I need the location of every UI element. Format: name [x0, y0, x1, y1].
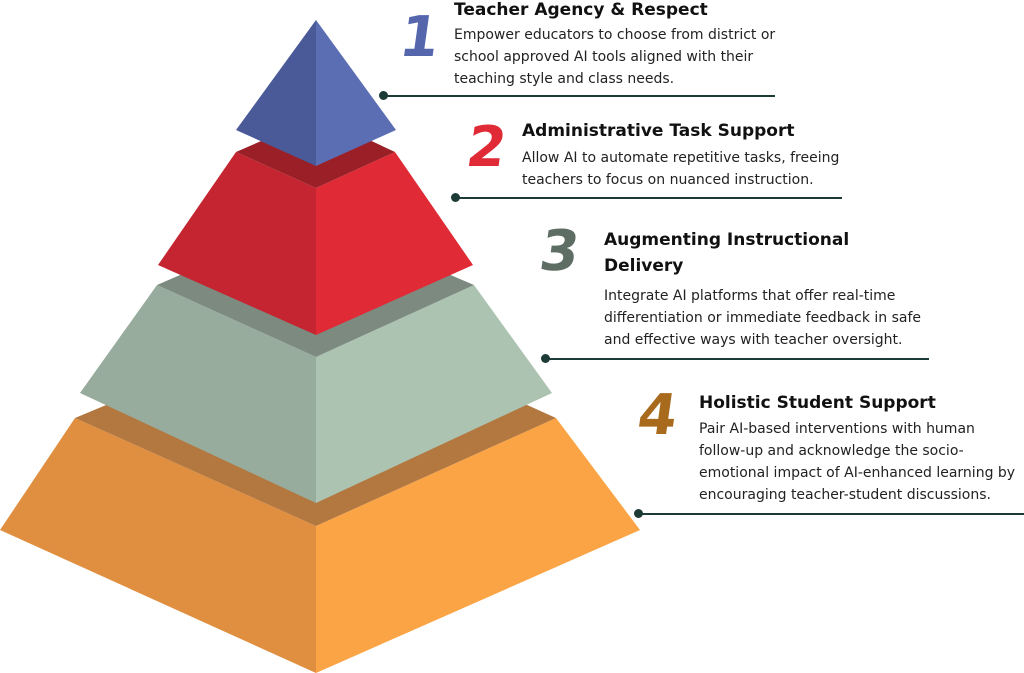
tier-4-right-face [316, 418, 640, 673]
tier-1-leader-line [384, 95, 775, 97]
tier-4-number: 4 [633, 383, 682, 448]
tier-3-description: Integrate AI platforms that offer real-t… [604, 288, 922, 348]
pyramid-tier-2 [158, 138, 473, 335]
tier-3-leader-line [546, 358, 929, 360]
tier-3-left-face [80, 285, 316, 503]
tier-1-left-face [236, 20, 316, 166]
tier-4-leader-line [639, 513, 1024, 515]
tier-2-title: Administrative Task Support [522, 121, 795, 141]
tier-2-right-face [316, 152, 473, 335]
tier-1-title: Teacher Agency & Respect [454, 0, 708, 20]
tier-2-inner-face [236, 138, 395, 188]
tier-3-number: 3 [535, 219, 584, 284]
tier-3-leader-dot [541, 354, 550, 363]
tier-4-left-face [0, 418, 316, 673]
tier-2-left-face [158, 152, 316, 335]
tier-4-leader-dot [634, 509, 643, 518]
tier-3-right-face [316, 285, 552, 503]
tier-3-title: Augmenting Instructional Delivery [604, 230, 850, 276]
tier-2-number: 2 [462, 115, 511, 180]
tier-4-title: Holistic Student Support [699, 393, 936, 413]
tier-1-leader-dot [379, 91, 388, 100]
tier-2-leader-dot [451, 193, 460, 202]
tier-4-description: Pair AI-based interventions with human f… [699, 421, 1016, 503]
tier-2-description: Allow AI to automate repetitive tasks, f… [522, 150, 840, 188]
tier-1-description: Empower educators to choose from distric… [454, 27, 776, 87]
tier-1-number: 1 [395, 5, 444, 70]
pyramid-tier-1 [236, 20, 396, 166]
tier-2-leader-line [456, 197, 842, 199]
tier-1-right-face [316, 20, 396, 166]
